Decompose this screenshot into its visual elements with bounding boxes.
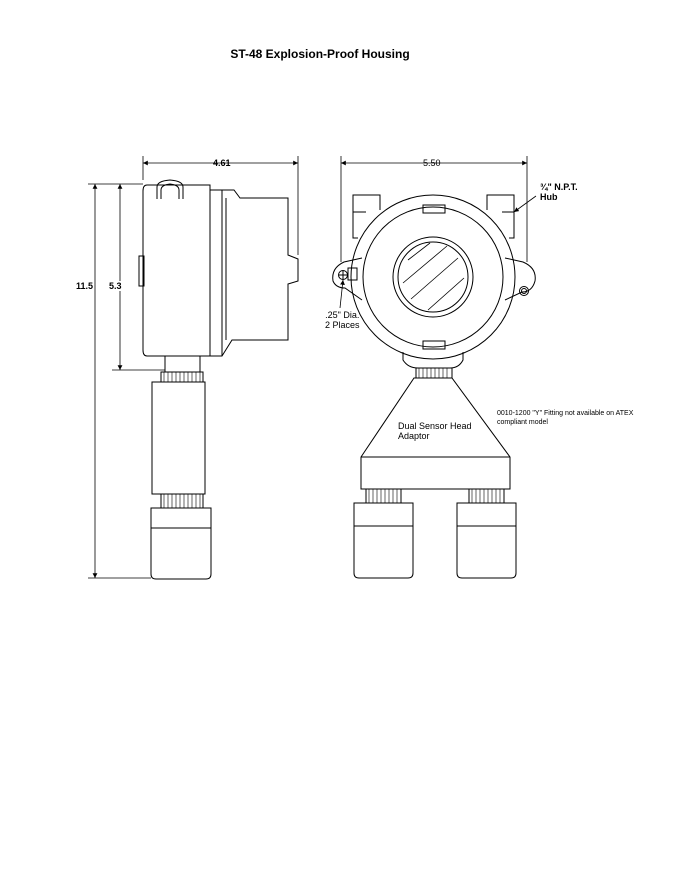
adaptor-label-line1: Dual Sensor Head (398, 421, 472, 431)
side-thread-lower (161, 494, 203, 508)
hole-label: .25" Dia. 2 Places (325, 310, 360, 330)
adaptor-label-line2: Adaptor (398, 431, 430, 441)
display-window-outer (393, 237, 473, 317)
drawing-title: ST-48 Explosion-Proof Housing (230, 47, 410, 61)
hub-label-line1: ¾" N.P.T. (540, 182, 578, 192)
hole-leader (340, 280, 345, 308)
side-lug (139, 256, 144, 286)
side-dimensions (88, 156, 298, 578)
side-adaptor-tube (152, 382, 205, 494)
front-ear-left (333, 258, 362, 300)
dim-overall-height: 11.5 (76, 281, 94, 291)
front-ear-right (505, 258, 535, 300)
front-hub-right (487, 195, 514, 238)
front-view (333, 195, 536, 578)
front-thread-upper (416, 368, 452, 378)
atex-note-line2: compliant model (497, 419, 548, 426)
display-window (398, 242, 468, 312)
hole-label-line2: 2 Places (325, 320, 360, 330)
side-thread-upper (161, 372, 203, 382)
cover-notch-bottom (423, 341, 445, 349)
side-housing-rear (210, 190, 298, 356)
front-sensor-head-right (457, 503, 516, 578)
front-thread-right (469, 489, 504, 503)
dim-side-width: 4.61 (213, 158, 231, 168)
adaptor-label: Dual Sensor Head Adaptor (398, 421, 472, 441)
hub-label: ¾" N.P.T. Hub (540, 182, 578, 202)
front-hub-left (353, 195, 380, 238)
side-view (139, 180, 298, 579)
window-glare-lines (403, 243, 464, 310)
front-sensor-head-left (354, 503, 413, 578)
front-dimensions (340, 156, 536, 308)
front-neck (403, 352, 463, 368)
cover-notch-top (423, 205, 445, 213)
mount-hole-block (348, 268, 357, 280)
front-thread-left (366, 489, 401, 503)
side-top-cap (157, 180, 183, 199)
dim-front-width: 5.50 (423, 158, 441, 168)
mount-hole-right (520, 287, 529, 296)
hole-label-line1: .25" Dia. (325, 310, 360, 320)
side-neck (165, 356, 200, 372)
atex-note-line1: 0010-1200 "Y" Fitting not available on A… (497, 410, 634, 417)
side-sensor-head (151, 508, 211, 579)
front-housing-cover (363, 207, 503, 347)
hub-label-line2: Hub (540, 192, 558, 202)
front-housing-outer (351, 195, 515, 359)
hub-leader (514, 196, 536, 212)
side-housing-body (143, 185, 210, 356)
dim-housing-height: 5.3 (109, 281, 122, 291)
atex-note: 0010-1200 "Y" Fitting not available on A… (497, 409, 633, 427)
